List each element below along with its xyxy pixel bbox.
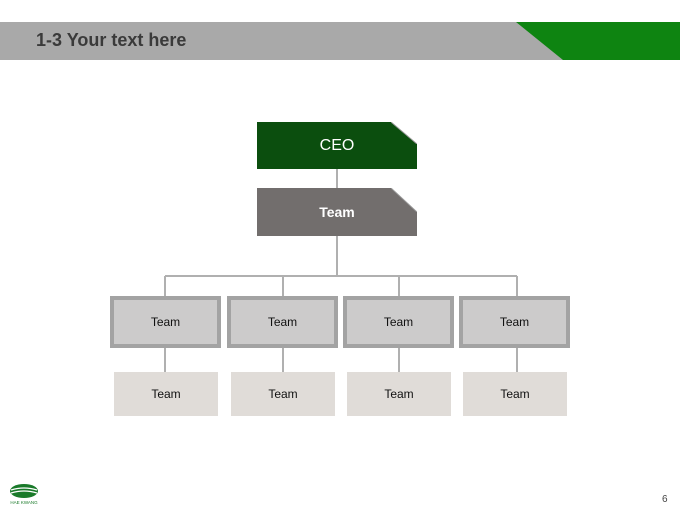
ceo-box: CEO (257, 122, 417, 169)
team-box-level3: Team (347, 372, 451, 416)
team-main-box: Team (257, 188, 417, 236)
team-box-level3: Team (231, 372, 335, 416)
team-label: Team (383, 315, 414, 329)
team-label: Team (151, 387, 181, 401)
team-label: Team (268, 387, 298, 401)
banner-background (0, 22, 680, 60)
team-box-level3: Team (463, 372, 567, 416)
team-box-level3: Team (114, 372, 218, 416)
team-box-level2: Team (227, 296, 338, 348)
folded-corner-icon (391, 122, 417, 144)
team-label: Team (267, 315, 298, 329)
slide-title: 1-3 Your text here (36, 30, 187, 50)
team-label: Team (499, 315, 530, 329)
team-label: Team (150, 315, 181, 329)
page-number: 6 (662, 494, 668, 505)
team-label: Team (384, 387, 414, 401)
team-main-label: Team (319, 204, 355, 220)
title-banner (0, 22, 680, 60)
company-logo-icon: HAE KWANG (10, 484, 38, 505)
ceo-label: CEO (319, 136, 355, 154)
team-box-level2: Team (459, 296, 570, 348)
team-box-level2: Team (110, 296, 221, 348)
team-box-level2: Team (343, 296, 454, 348)
folded-corner-icon (391, 188, 417, 212)
team-label: Team (500, 387, 530, 401)
logo-text: HAE KWANG (10, 500, 38, 505)
